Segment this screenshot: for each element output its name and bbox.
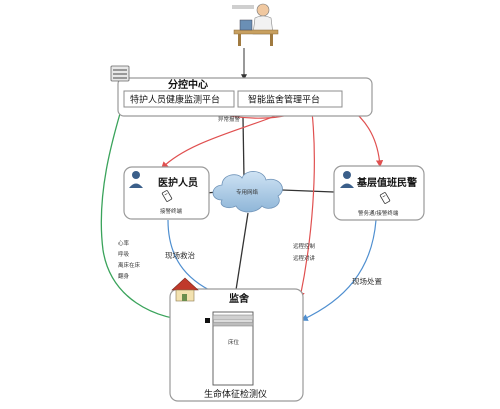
bed-label: 床位 xyxy=(228,338,240,346)
medical-title: 医护人员 xyxy=(158,176,198,189)
house-icon xyxy=(171,277,199,302)
control-center-title: 分控中心 xyxy=(168,78,208,91)
person-icon xyxy=(129,171,143,188)
vitals-labels: 心率 呼吸 离床在床 翻身 xyxy=(118,239,141,280)
edge-center-to-police xyxy=(349,107,384,168)
medical-terminal: 接警终端 xyxy=(160,207,183,215)
server-icon xyxy=(110,65,130,82)
person-icon xyxy=(340,171,354,188)
label-remote-1: 远程控制 xyxy=(293,242,316,250)
platform-health-label: 特护人员健康监测平台 xyxy=(130,94,220,106)
vitals-line-4: 翻身 xyxy=(118,272,130,280)
label-rescue: 现场救治 xyxy=(165,250,195,260)
alarm-note: 异常报警 xyxy=(218,115,241,123)
edge-remote-control xyxy=(297,111,315,300)
vitals-line-2: 呼吸 xyxy=(118,251,130,258)
phone-icon xyxy=(379,192,391,204)
label-handling: 现场处置 xyxy=(352,276,382,286)
edge-network-to-cell xyxy=(235,212,249,291)
network-label: 专用网络 xyxy=(236,188,259,196)
platform-health-box xyxy=(123,90,235,108)
device-label: 生命体征检测仪 xyxy=(204,388,267,400)
control-center-box: 分控中心 特护人员健康监测平台 智能监舍管理平台 异常报警 xyxy=(110,65,373,123)
edge-vitals xyxy=(100,98,207,322)
platform-monitor-box xyxy=(237,90,343,108)
vitals-line-3: 离床在床 xyxy=(118,261,141,269)
phone-icon xyxy=(161,190,173,202)
cell-title: 监舍 xyxy=(229,292,250,305)
police-title: 基层值班民警 xyxy=(356,176,417,189)
police-box: 基层值班民警 警务通/接警终端 xyxy=(333,165,425,221)
network-cloud: 专用网络 xyxy=(212,171,283,213)
platform-monitor-label: 智能监舍管理平台 xyxy=(248,94,320,106)
medical-box: 医护人员 接警终端 xyxy=(123,166,210,220)
edge-network-to-police xyxy=(281,189,335,193)
police-terminal: 警务通/接警终端 xyxy=(358,209,399,217)
vitals-line-1: 心率 xyxy=(118,239,130,247)
bed: 床位 xyxy=(212,311,254,386)
label-remote-2: 远程对讲 xyxy=(293,254,316,262)
operator-icon xyxy=(232,3,279,46)
edge-police-handling xyxy=(300,219,377,321)
vitals-sensor xyxy=(205,318,210,323)
cell-box: 监舍 床位 生命体征检测仪 xyxy=(169,277,304,402)
